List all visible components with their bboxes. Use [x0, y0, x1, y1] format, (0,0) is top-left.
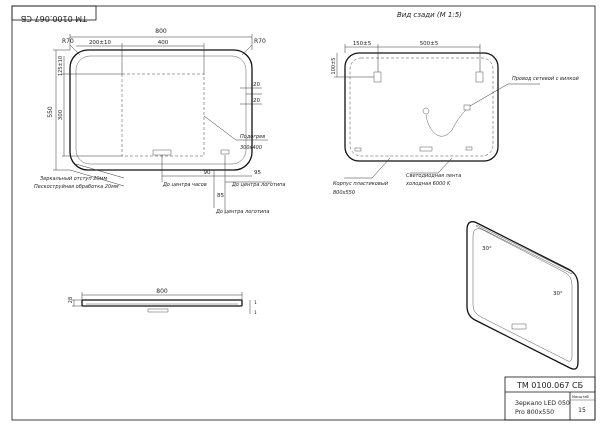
logo-rect: [220, 149, 230, 155]
dim-total-width: 800: [155, 28, 167, 35]
cable-entry: [422, 107, 430, 115]
title-code: TM 0100.067 CБ: [516, 381, 583, 390]
note-power-wire: Провод сетевой с вилкой: [512, 76, 580, 82]
mirror-outline: [69, 49, 253, 171]
dim-85: 85: [217, 193, 224, 199]
note-sandblast: Пескоструйная обработка 20мм: [34, 184, 119, 190]
side-profile: [81, 299, 243, 307]
back-detail-1: [354, 147, 362, 152]
dim-20-mid: 20: [253, 98, 260, 104]
iso-view: 30° 30°: [466, 221, 579, 370]
front-view: 800 200±10 400 R70 R70 550 125±10 300 20…: [34, 28, 285, 215]
side-detail: [147, 308, 169, 313]
side-mark-2: 1: [254, 310, 257, 316]
side-thickness: 28: [68, 297, 74, 303]
dim-height: 550: [47, 106, 54, 118]
title-scale-label: Масштаб: [572, 395, 589, 399]
dim-100: 100±5: [331, 58, 337, 75]
iso-mirror-outline: [466, 221, 579, 370]
side-mark-1: 1: [254, 300, 257, 306]
title-scale-value: 15: [578, 407, 586, 414]
back-detail-3: [465, 146, 473, 151]
title-block: TM 0100.067 CБ Зеркало LED 050 Pro 800x5…: [504, 376, 596, 421]
title-product-line1: Зеркало LED 050: [515, 400, 570, 407]
top-stamp: TM 0100.067 CБ: [11, 5, 97, 23]
case-size: 800х550: [333, 190, 355, 196]
back-view: Вид сзади (М 1:5) 150±5 500±5 100±5 Пров…: [331, 11, 580, 196]
mirror-inner-offset: [75, 55, 247, 165]
iso-clock: [511, 323, 527, 330]
dim-20-top: 20: [253, 82, 260, 88]
hook-right: [475, 71, 484, 83]
title-product-line2: Pro 800x550: [515, 409, 554, 416]
note-case: Корпус пластиковый: [333, 181, 389, 187]
note-logo-center-2: До центра логотипа: [215, 209, 269, 215]
back-case-outline: [344, 52, 499, 162]
dim-95: 95: [254, 170, 261, 176]
dim-500: 500±5: [420, 41, 439, 47]
dim-300: 300: [58, 109, 64, 120]
heater-size: 300х400: [240, 145, 262, 151]
led-strip-line: [349, 57, 494, 157]
dim-90: 90: [204, 170, 211, 176]
iso-temp-right: 30°: [553, 291, 563, 297]
led-color: холодная 6000 K: [405, 181, 451, 187]
back-view-title: Вид сзади (М 1:5): [397, 11, 462, 19]
clock-rect: [152, 149, 172, 156]
dim-150: 150±5: [353, 41, 372, 47]
radius-left: R70: [62, 38, 74, 45]
note-led: Светодиодная лента: [406, 173, 461, 179]
note-clock-center: До центра часов: [162, 182, 207, 188]
top-stamp-code: TM 0100.067 CБ: [21, 14, 88, 23]
dim-heater-width: 400: [158, 40, 169, 46]
hook-left: [373, 71, 382, 83]
side-view: 800 28 1 1: [68, 288, 257, 316]
plug: [463, 104, 471, 111]
power-cable: [425, 109, 467, 137]
heater-area: [121, 73, 205, 157]
sheet-frame: [11, 5, 596, 421]
heater-label: Подогрев: [240, 134, 265, 140]
radius-right: R70: [254, 38, 266, 45]
side-width: 800: [156, 288, 168, 295]
dim-125: 125±10: [58, 56, 64, 76]
note-mirror-offset: Зеркальный отступ 20мм: [40, 176, 107, 182]
back-detail-2: [419, 146, 433, 152]
note-logo-center: До центра логотипа: [231, 182, 285, 188]
iso-temp-left: 30°: [482, 246, 492, 252]
dim-left-offset: 200±10: [89, 40, 112, 46]
